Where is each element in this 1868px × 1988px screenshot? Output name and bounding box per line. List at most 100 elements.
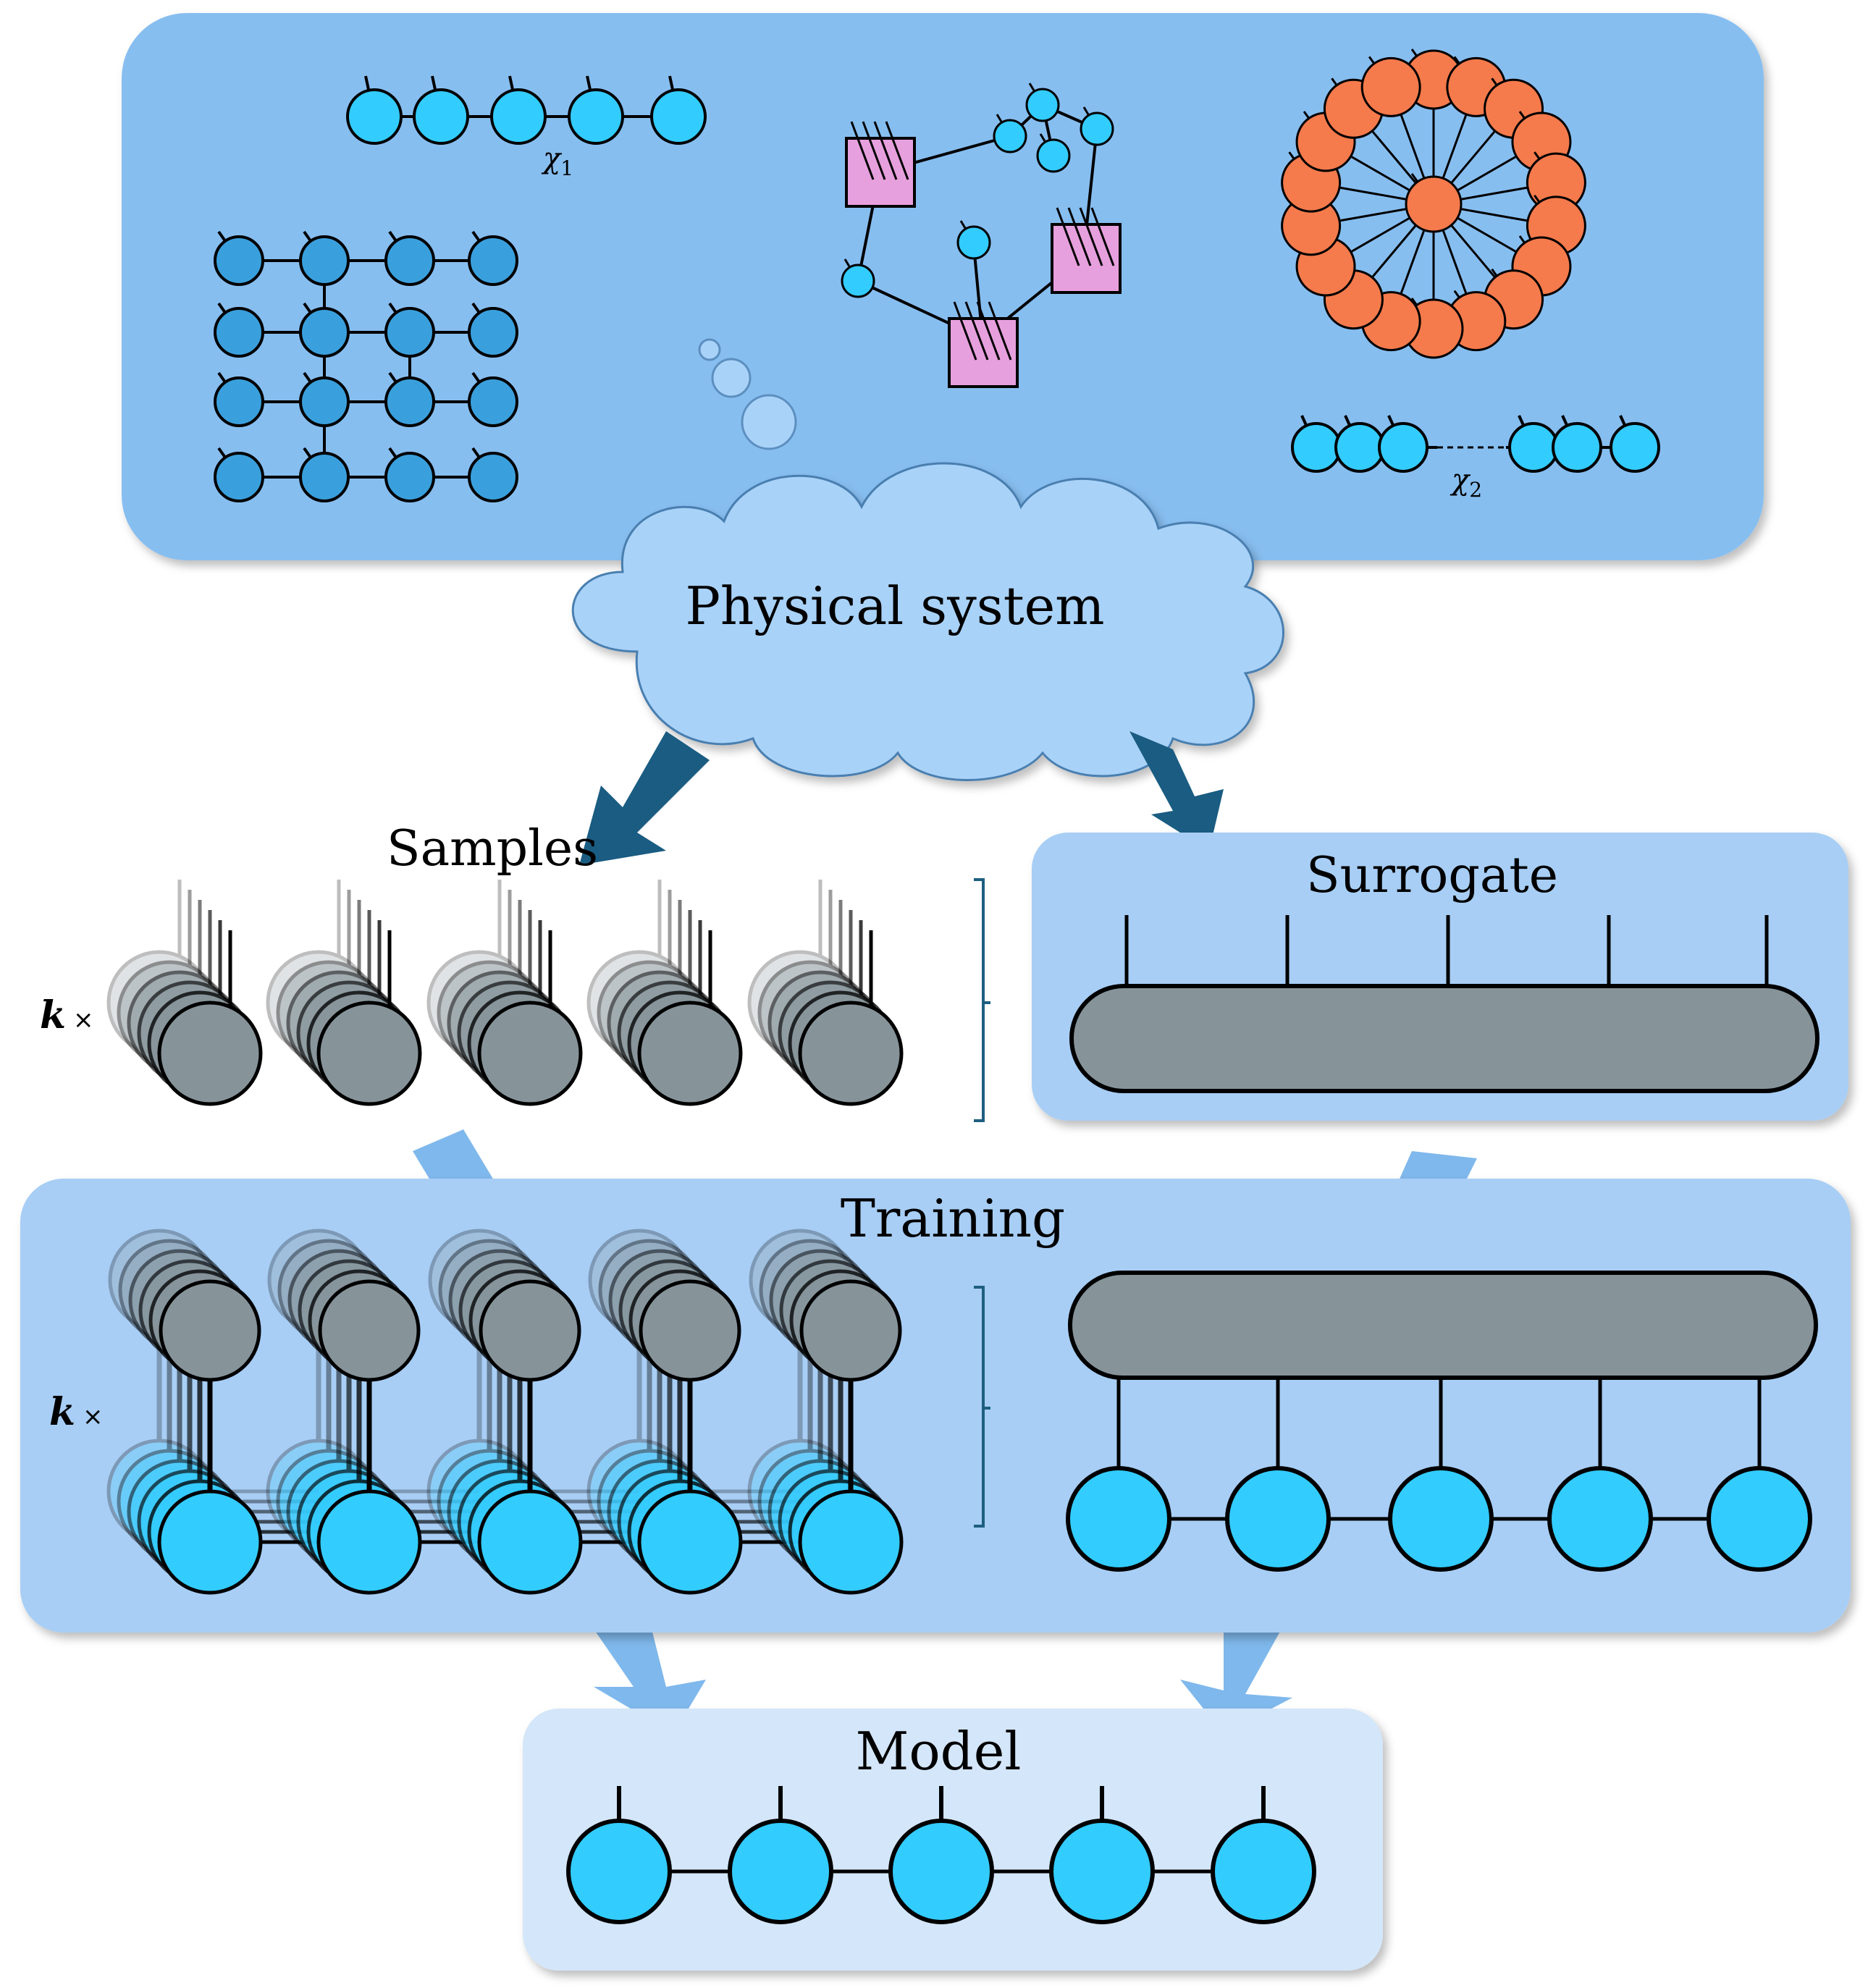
model-node-1 xyxy=(728,1819,833,1924)
training-samples-stack xyxy=(106,1229,904,1595)
sample-layer xyxy=(798,930,904,1106)
mps1-node-0 xyxy=(346,88,403,145)
training-layer xyxy=(637,1279,851,1595)
training-mps-node-0 xyxy=(1066,1466,1171,1572)
training-gray-node xyxy=(799,1279,902,1382)
training-stack-2 xyxy=(426,1229,690,1595)
peps-node-3-3 xyxy=(468,452,518,502)
irregular-tensor-network xyxy=(841,83,1122,388)
training-stack-3 xyxy=(586,1229,851,1595)
peps-node-0-0 xyxy=(214,235,264,286)
pink-leg xyxy=(885,121,909,180)
model-node-2 xyxy=(888,1819,994,1924)
arrow-cloud-to-surrogate xyxy=(1129,731,1224,851)
training-stack-4 xyxy=(747,1229,904,1595)
mps1-node-4 xyxy=(650,88,707,145)
model-mps xyxy=(566,1786,1316,1924)
sample-stack-3 xyxy=(586,880,743,1106)
pink-leg xyxy=(850,121,875,180)
wheel-center-node xyxy=(1405,175,1463,233)
peps-node-1-3 xyxy=(468,307,518,358)
sample-layer xyxy=(316,930,422,1106)
mps2-node-2 xyxy=(1378,422,1429,473)
sample-layer xyxy=(477,930,583,1106)
mps2-node-5 xyxy=(1610,422,1660,473)
mps2-node-1 xyxy=(1334,422,1385,473)
pink-tensor-1 xyxy=(1051,207,1122,294)
pink-tensor-2 xyxy=(948,301,1019,388)
sample-node xyxy=(477,1001,583,1106)
wheel-node-17 xyxy=(1360,56,1421,117)
training-stack-0 xyxy=(106,1229,369,1595)
training-stack-1 xyxy=(266,1229,530,1595)
chi2-label: χ2 xyxy=(1450,463,1482,502)
pink-leg xyxy=(953,301,977,361)
training-layer xyxy=(157,1279,369,1595)
irregular-node-0 xyxy=(993,119,1027,153)
peps-node-3-1 xyxy=(299,452,350,502)
model-node-0 xyxy=(566,1819,672,1924)
training-cyan-node xyxy=(157,1489,263,1595)
training-surrogate-mps xyxy=(1066,1271,1818,1572)
mps1-node-2 xyxy=(490,88,547,145)
sample-layer xyxy=(637,930,743,1106)
bracket-training xyxy=(974,1286,990,1528)
surrogate-tensor xyxy=(1069,915,1819,1093)
model-node-4 xyxy=(1211,1819,1316,1924)
training-gray-node xyxy=(639,1279,741,1382)
irregular-node-5 xyxy=(956,225,991,260)
training-gray-node xyxy=(479,1279,581,1382)
peps-node-0-1 xyxy=(299,235,350,286)
arrow-cloud-to-samples xyxy=(579,731,710,865)
pink-square xyxy=(1051,223,1122,294)
sample-stack-4 xyxy=(747,880,904,1106)
samples-k-multiplier: k× xyxy=(40,993,94,1037)
peps-node-3-2 xyxy=(384,452,435,502)
sample-node xyxy=(637,1001,743,1106)
peps-node-0-3 xyxy=(468,235,518,286)
pink-leg xyxy=(1067,207,1092,266)
training-mps-node-2 xyxy=(1388,1466,1494,1572)
pink-leg xyxy=(976,301,1001,361)
sample-stack-1 xyxy=(266,880,422,1106)
training-label: Training xyxy=(841,1188,1065,1249)
irregular-node-1 xyxy=(1025,88,1060,122)
training-mps-node-4 xyxy=(1707,1466,1812,1572)
pink-leg xyxy=(964,301,989,361)
surrogate-bar xyxy=(1069,984,1819,1093)
sample-node xyxy=(316,1001,422,1106)
training-cyan-node xyxy=(798,1489,904,1595)
training-k-multiplier: k× xyxy=(49,1390,104,1434)
training-cyan-node xyxy=(637,1489,743,1595)
irregular-bond xyxy=(1085,128,1098,232)
training-layer xyxy=(477,1279,690,1595)
mps-chain-chi1: χ1 xyxy=(346,75,707,180)
mps2-node-3 xyxy=(1508,422,1559,473)
bracket-samples-surrogate xyxy=(974,878,990,1122)
training-layer xyxy=(798,1279,904,1595)
arrow-training-to-model-left xyxy=(594,1629,706,1734)
orange-wheel-network xyxy=(1281,49,1586,359)
peps-node-2-2 xyxy=(384,376,435,427)
training-gray-node xyxy=(159,1279,261,1382)
sample-stack-0 xyxy=(106,880,263,1106)
irregular-node-3 xyxy=(1036,138,1071,173)
sample-stack-2 xyxy=(426,880,583,1106)
samples-stack xyxy=(106,880,904,1106)
pink-tensor-0 xyxy=(845,121,916,208)
peps-node-0-2 xyxy=(384,235,435,286)
sample-node xyxy=(157,1001,263,1106)
peps-node-2-3 xyxy=(468,376,518,427)
surrogate-label: Surrogate xyxy=(1306,847,1558,904)
training-layer xyxy=(316,1279,530,1595)
physical-system-cloud: Physical system xyxy=(571,462,1284,781)
pink-leg xyxy=(873,121,898,180)
model-label: Model xyxy=(856,1721,1022,1782)
pink-leg xyxy=(862,121,886,180)
training-mps-node-1 xyxy=(1225,1466,1331,1572)
peps-node-2-0 xyxy=(214,376,264,427)
peps-node-1-2 xyxy=(384,307,435,358)
mps1-node-3 xyxy=(568,88,624,145)
training-cyan-node xyxy=(316,1489,422,1595)
